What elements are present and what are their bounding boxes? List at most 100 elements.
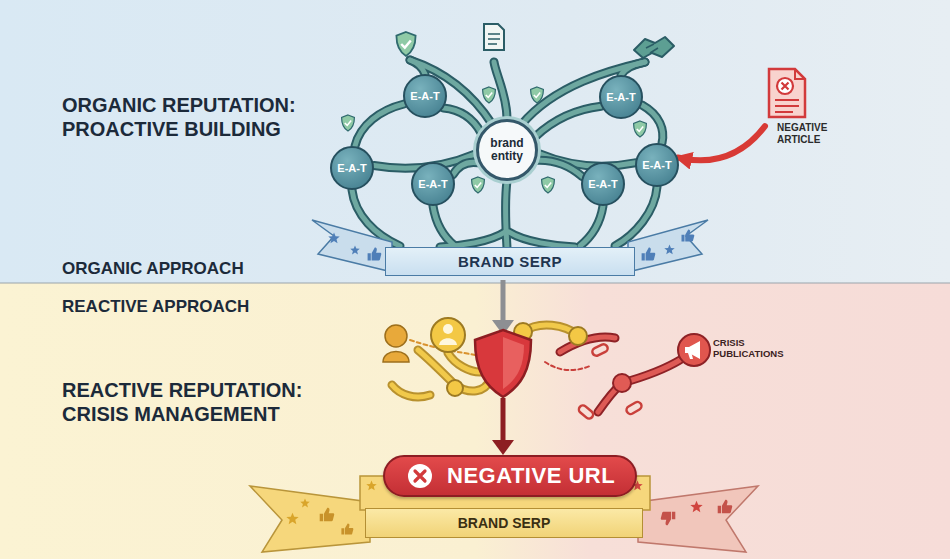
eat-circle: E-A-T	[581, 162, 625, 206]
bottom-ribbon-part	[661, 512, 676, 526]
people-icons-part	[443, 324, 453, 334]
bottom-ribbon-part	[286, 513, 298, 525]
shield-icon-part	[503, 337, 524, 389]
node-text: CRISIS PUBLICATIONS	[713, 337, 795, 359]
tree-branch	[443, 108, 481, 133]
document-icon-part	[782, 83, 789, 90]
x-icon-part	[415, 471, 425, 481]
approach-label: ORGANIC APPROACH	[62, 259, 244, 279]
tree-shield-icons-part	[472, 177, 485, 193]
megaphone-icon-part	[688, 353, 693, 359]
tree-shield-icons-part	[531, 87, 544, 103]
node-text: NEGATIVE URL	[447, 463, 615, 489]
eat-circle: E-A-T	[403, 74, 447, 118]
document-icon	[765, 66, 809, 120]
shield-icon-part	[475, 330, 531, 397]
serp-banner: BRAND SERP	[385, 247, 635, 276]
negative-impact-arrow	[678, 126, 765, 160]
people-icons-part	[431, 318, 465, 352]
node-text: E-A-T	[606, 91, 635, 103]
top-ribbon-part	[642, 248, 656, 261]
eat-circle: E-A-T	[599, 75, 643, 119]
top-ribbon-part	[682, 230, 695, 242]
crisis-network-part	[625, 401, 643, 416]
document-icon-top-part	[488, 34, 500, 44]
crisis-network-part	[545, 362, 590, 370]
crisis-network-part	[577, 404, 594, 420]
top-ribbon-part	[328, 233, 339, 244]
shield-to-url-arrow-part	[492, 440, 514, 455]
branch-core	[443, 108, 481, 133]
negative-article-icon: NEGATIVE ARTICLE	[765, 66, 843, 158]
background-part	[0, 283, 950, 284]
crisis-megaphone-node: CRISIS PUBLICATIONS	[676, 332, 836, 368]
bottom-ribbon-part	[690, 501, 702, 513]
bottom-ribbon-part	[250, 486, 370, 552]
top-ribbon-part	[628, 220, 708, 272]
branch-core	[453, 162, 479, 174]
megaphone-icon-part	[685, 341, 700, 359]
background-part	[0, 0, 950, 283]
node-text: BRAND SERP	[458, 253, 562, 270]
crisis-network-part	[392, 325, 578, 397]
node-text: E-A-T	[418, 178, 447, 190]
crisis-network-part	[591, 343, 609, 357]
down-arrow	[492, 280, 514, 335]
tree-shield-icons-part	[483, 87, 496, 103]
top-ribbon-part	[312, 220, 392, 272]
document-icon-part	[777, 78, 793, 94]
branch-core	[535, 106, 601, 137]
shield-to-url-arrow-part	[501, 398, 506, 442]
document-icon-part	[775, 100, 799, 112]
section-heading: REACTIVE REPUTATION: CRISIS MANAGEMENT	[62, 378, 324, 426]
handshake-icon-part	[634, 37, 674, 58]
down-arrow-part	[501, 280, 506, 322]
bottom-ribbon-part	[300, 499, 310, 508]
people-icons-part	[613, 374, 631, 392]
tree-branch	[536, 160, 582, 176]
tree-shield-icons-part	[634, 121, 647, 137]
megaphone-icon-part	[678, 334, 710, 366]
megaphone-icon	[676, 332, 712, 368]
bottom-ribbon-part	[718, 500, 733, 514]
tree-shield-icons-part	[542, 177, 555, 193]
people-icons-part	[385, 325, 407, 347]
document-icon-part	[769, 69, 805, 117]
people-icons-part	[447, 380, 463, 396]
tree-branch	[535, 106, 601, 137]
x-icon-part	[408, 464, 432, 488]
node-text: E-A-T	[588, 178, 617, 190]
negative-url-pill: NEGATIVE URL	[383, 455, 637, 497]
eat-circle: E-A-T	[330, 146, 374, 190]
node-text: E-A-T	[642, 159, 671, 171]
node-text: BRAND SERP	[458, 515, 551, 531]
tree-branches-part	[352, 60, 663, 248]
brand-entity-circle: brand entity	[476, 119, 538, 181]
branch-core	[536, 160, 582, 176]
handshake-icon	[634, 37, 674, 58]
branch-outline	[535, 106, 601, 137]
background-part	[0, 283, 950, 559]
people-icons-part	[569, 327, 587, 345]
node-text: NEGATIVE ARTICLE	[777, 122, 843, 146]
crisis-network-part	[560, 337, 680, 412]
shield-to-url-arrow	[492, 398, 514, 455]
bottom-ribbon-part	[320, 508, 335, 522]
eat-circle: E-A-T	[635, 143, 679, 187]
tree-shield-icons-part	[342, 115, 355, 131]
people-icons-part	[439, 338, 457, 345]
top-ribbon-part	[368, 248, 382, 261]
bottom-ribbon-part	[638, 486, 758, 552]
crisis-network-part	[392, 325, 578, 397]
people-icons-part	[383, 352, 409, 363]
node-text: E-A-T	[337, 162, 366, 174]
tree-branch	[453, 162, 479, 174]
handshake-icon-part	[646, 44, 658, 53]
tree-branches	[352, 60, 663, 248]
branch-outline	[536, 160, 582, 176]
x-icon	[405, 461, 435, 491]
shield-icon	[475, 330, 531, 397]
people-icons	[383, 318, 631, 396]
